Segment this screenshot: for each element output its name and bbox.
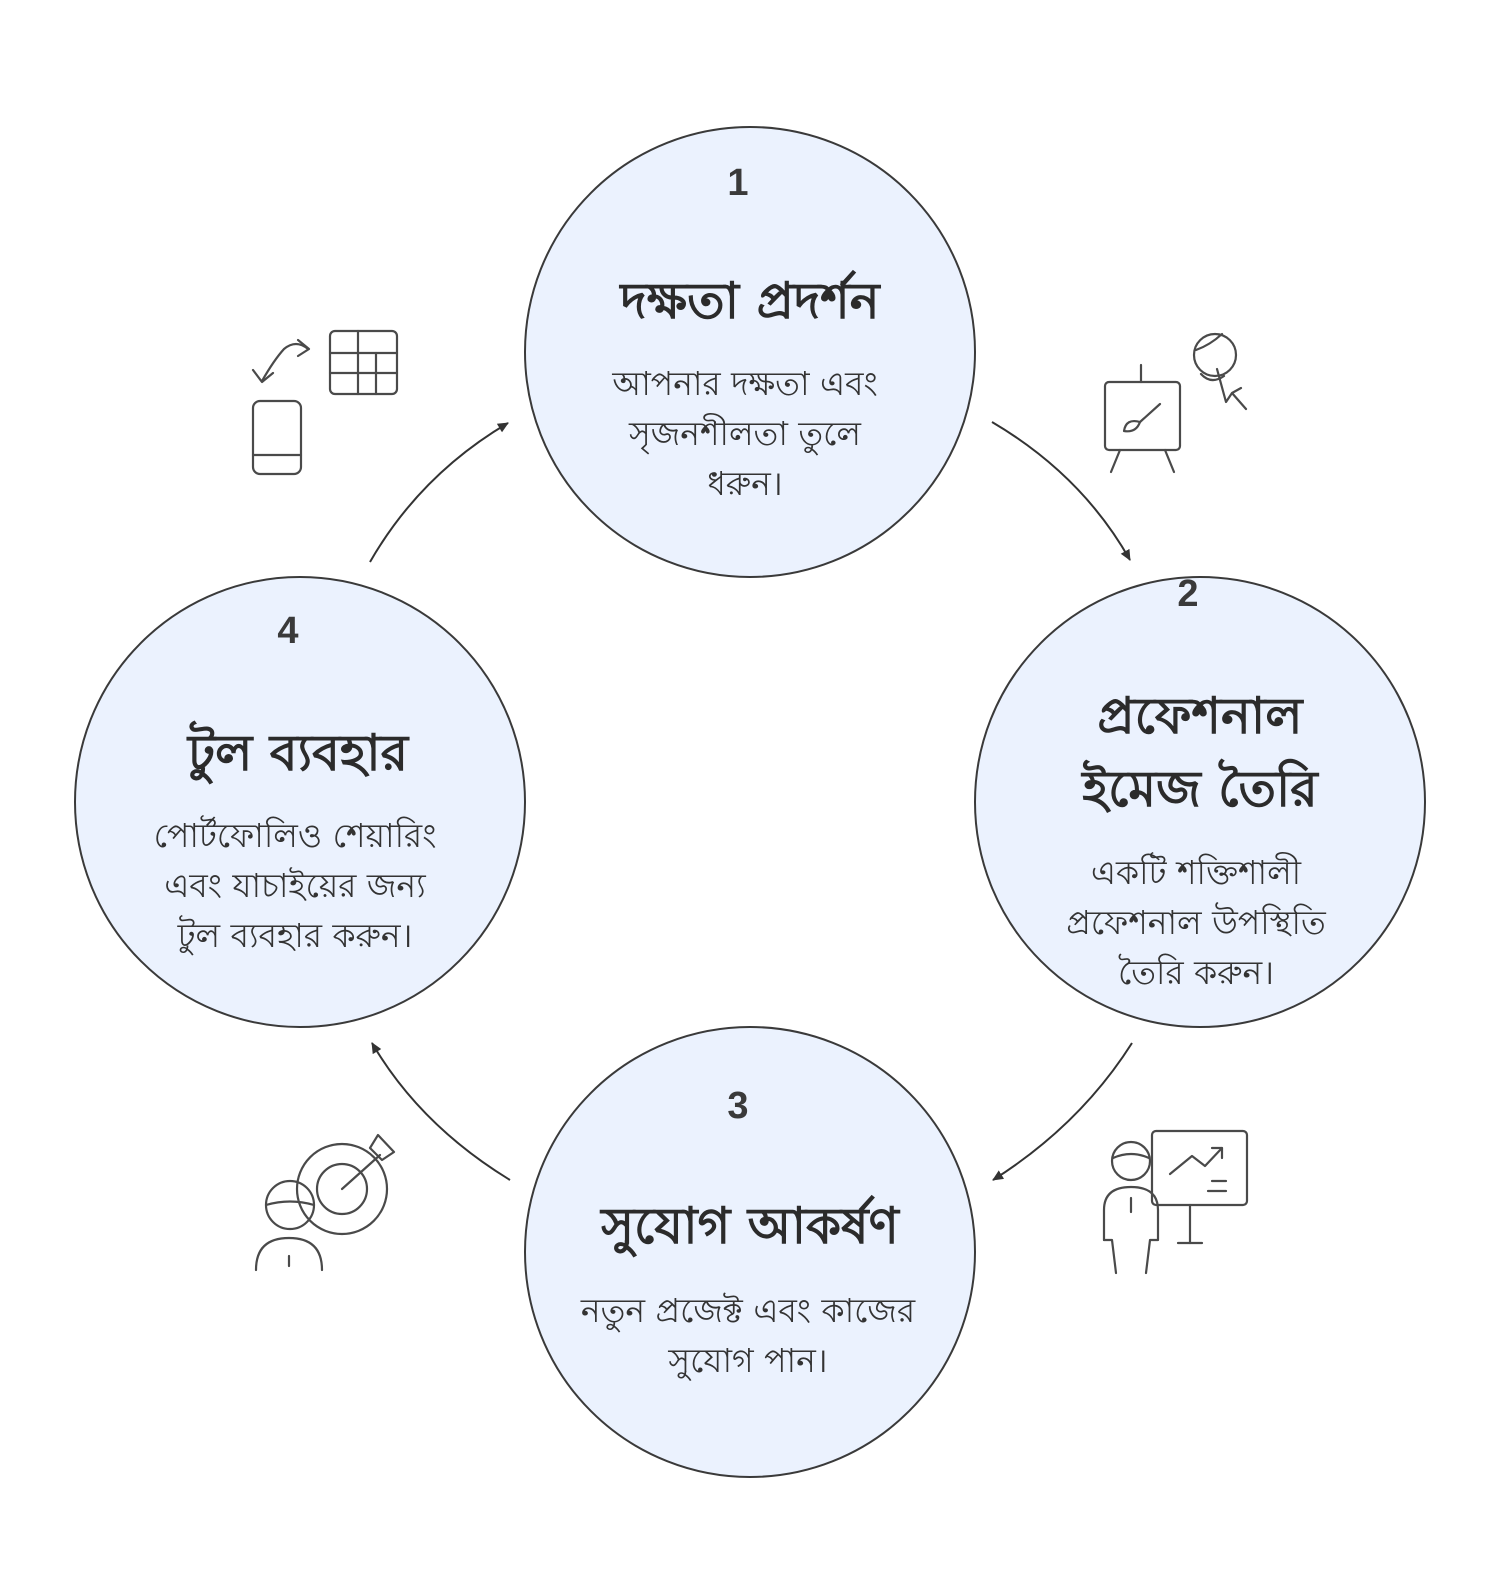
arrow-4-to-1 bbox=[369, 422, 509, 563]
stage-2-desc-line-3: তৈরি করুন। bbox=[1118, 953, 1274, 992]
stage-4-title: টুল ব্যবহার bbox=[186, 720, 410, 785]
stage-2-desc-line-2: প্রফেশনাল উপস্থিতি bbox=[1066, 902, 1327, 942]
stage-4-desc-line-3: টুল ব্যবহার করুন। bbox=[177, 915, 413, 956]
stage-2-circle bbox=[974, 576, 1426, 1028]
arrow-1-to-2 bbox=[991, 421, 1131, 561]
stage-4-circle bbox=[74, 576, 526, 1028]
stage-4-desc-line-2: এবং যাচাইয়ের জন্য bbox=[164, 866, 426, 905]
stage-3-title: সুযোগ আকর্ষণ bbox=[599, 1194, 900, 1258]
stage-4: 4 টুল ব্যবহার পোর্টফোলিও শেয়ারিং এবং যা… bbox=[74, 576, 526, 1028]
stage-1-desc-line-2: সৃজনশীলতা তুলে bbox=[628, 413, 862, 455]
stage-3-number: 3 bbox=[727, 1085, 748, 1127]
stage-1-number: 1 bbox=[727, 162, 748, 204]
stage-4-desc-line-1: পোর্টফোলিও শেয়ারিং bbox=[154, 815, 437, 855]
stage-2: 2 প্রফেশনাল ইমেজ তৈরি একটি শক্তিশালী প্র… bbox=[974, 573, 1426, 1028]
presenter-growth-chart-icon bbox=[1102, 1129, 1249, 1275]
stage-3: 3 সুযোগ আকর্ষণ নতুন প্রজেক্ট এবং কাজের স… bbox=[524, 1026, 976, 1478]
stage-1-circle bbox=[524, 126, 976, 578]
stage-2-desc-line-1: একটি শক্তিশালী bbox=[1091, 852, 1302, 892]
arrow-3-to-4 bbox=[371, 1042, 511, 1181]
stage-3-desc-line-1: নতুন প্রজেক্ট এবং কাজের bbox=[580, 1291, 916, 1332]
stage-1-desc-line-1: আপনার দক্ষতা এবং bbox=[611, 364, 877, 403]
stage-2-title-line-2: ইমেজ তৈরি bbox=[1080, 759, 1319, 818]
stage-1-desc-line-3: ধরুন। bbox=[707, 464, 782, 503]
stage-1-title: দক্ষতা প্রদর্শন bbox=[618, 270, 881, 330]
stage-2-number: 2 bbox=[1177, 573, 1198, 615]
stage-2-title-line-1: প্রফেশনাল bbox=[1097, 687, 1304, 745]
phone-table-sync-icon bbox=[251, 329, 399, 476]
arrow-2-to-3 bbox=[992, 1042, 1133, 1181]
stage-3-desc-line-2: সুযোগ পান। bbox=[667, 1341, 827, 1381]
easel-paintbrush-person-cursor-icon bbox=[1103, 332, 1248, 474]
stage-4-number: 4 bbox=[277, 610, 298, 652]
stage-3-circle bbox=[524, 1026, 976, 1478]
stage-1: 1 দক্ষতা প্রদর্শন আপনার দক্ষতা এবং সৃজনশ… bbox=[524, 126, 976, 578]
person-target-dart-icon bbox=[254, 1133, 396, 1272]
